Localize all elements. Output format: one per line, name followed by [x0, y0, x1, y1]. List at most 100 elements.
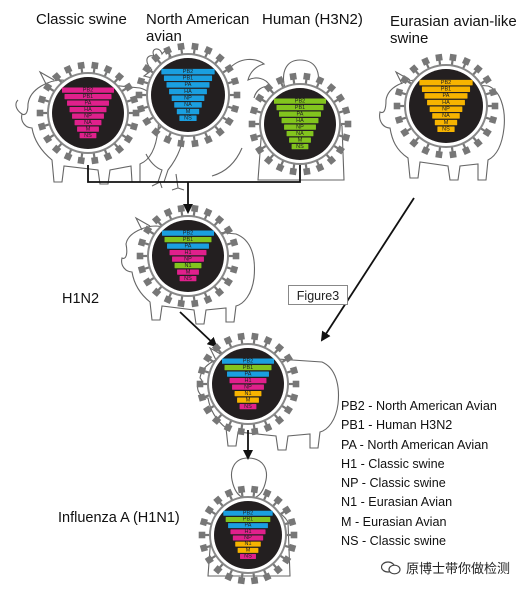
spike-head — [91, 61, 99, 70]
spike-head — [282, 505, 292, 515]
spike-head — [409, 64, 419, 74]
segment-label: NP — [442, 106, 450, 112]
spike-head — [275, 75, 285, 85]
segment-label: PB2 — [83, 87, 93, 93]
spike-head — [335, 93, 345, 103]
segment-label: NP — [184, 256, 192, 262]
spike-head — [191, 299, 199, 308]
spike-head — [491, 102, 499, 110]
segment-label: M — [444, 120, 449, 126]
spike-head — [237, 332, 245, 341]
spike-head — [211, 415, 222, 425]
spike-head — [250, 576, 259, 585]
spike-head — [197, 366, 207, 375]
segment-label: NP — [244, 535, 252, 541]
segment-label: NS — [244, 404, 252, 410]
rna-segment — [227, 371, 269, 377]
spike-head — [435, 150, 443, 159]
segment-label: NS — [184, 276, 192, 282]
rna-segment — [69, 107, 107, 113]
rna-segment — [174, 102, 202, 108]
spike-head — [177, 204, 185, 213]
rna-segment — [437, 126, 455, 132]
spike-head — [63, 64, 73, 74]
spike-head — [461, 57, 471, 66]
spike-head — [394, 115, 404, 124]
spike-head — [177, 299, 185, 308]
rna-segment — [232, 384, 264, 390]
spike-head — [223, 335, 233, 345]
spike-head — [473, 138, 483, 148]
rna-segment — [176, 108, 200, 115]
rna-segment — [222, 358, 274, 364]
spike-head — [303, 167, 311, 176]
source-label-human-h3n2: Human (H3N2) — [262, 11, 363, 28]
rna-segment — [179, 276, 197, 282]
spike-head — [114, 144, 125, 154]
rna-segment — [432, 113, 460, 119]
rna-segment — [164, 237, 212, 243]
rna-segment — [64, 94, 112, 100]
spike-head — [91, 156, 99, 165]
legend-item: H1 - Classic swine — [341, 456, 445, 471]
spike-head — [315, 163, 325, 173]
segment-label: PA — [297, 111, 304, 117]
spike-head — [251, 427, 259, 436]
segment-label: M — [298, 137, 303, 143]
spike-head — [142, 63, 152, 74]
spike-head — [335, 145, 345, 155]
rna-segment — [291, 144, 309, 150]
spike-head — [37, 122, 47, 131]
segment-label: PB1 — [243, 365, 253, 371]
segment-label: M — [186, 269, 191, 275]
spike-head — [326, 155, 337, 165]
rna-segment — [229, 378, 267, 384]
rna-segment — [62, 87, 114, 93]
spike-head — [43, 134, 53, 144]
segment-label: NP — [244, 384, 252, 390]
segment-label: PB1 — [183, 75, 193, 81]
spike-head — [262, 572, 272, 582]
rna-segment — [239, 404, 257, 410]
segment-label: N1 — [244, 541, 251, 547]
spike-head — [132, 109, 140, 117]
spike-head — [224, 572, 234, 582]
spike-head — [191, 42, 199, 51]
spike-head — [251, 332, 259, 341]
segment-label: M — [186, 109, 191, 115]
spike-head — [103, 152, 113, 162]
rna-segment — [225, 516, 271, 522]
segment-label: NS — [84, 133, 92, 139]
spike-head — [488, 115, 498, 124]
rna-segment — [72, 113, 104, 119]
spike-head — [249, 133, 259, 142]
segment-label: HA — [84, 107, 92, 113]
spike-head — [237, 485, 246, 494]
segment-label: NP — [84, 113, 92, 119]
spike-head — [204, 555, 214, 565]
legend-item: NP - Classic swine — [341, 476, 446, 491]
spike-head — [63, 152, 73, 162]
spike-head — [203, 207, 213, 217]
spike-head — [203, 135, 213, 144]
spike-head — [237, 427, 245, 436]
rna-segment — [172, 256, 204, 262]
source-label-eurasian-swine: Eurasian avian-like swine — [390, 13, 517, 47]
spike-head — [394, 88, 404, 97]
segment-label: NS — [296, 144, 304, 150]
spike-head — [136, 77, 146, 86]
spike-head — [198, 531, 206, 539]
spike-head — [143, 225, 153, 235]
spike-head — [177, 42, 185, 51]
rna-segment — [429, 106, 463, 112]
spike-head — [283, 353, 293, 363]
stage-label-h1n2: H1N2 — [62, 291, 100, 307]
segment-label: PB1 — [83, 94, 93, 100]
spike-head — [449, 53, 457, 62]
spike-head — [289, 167, 297, 176]
spike-head — [289, 393, 299, 402]
